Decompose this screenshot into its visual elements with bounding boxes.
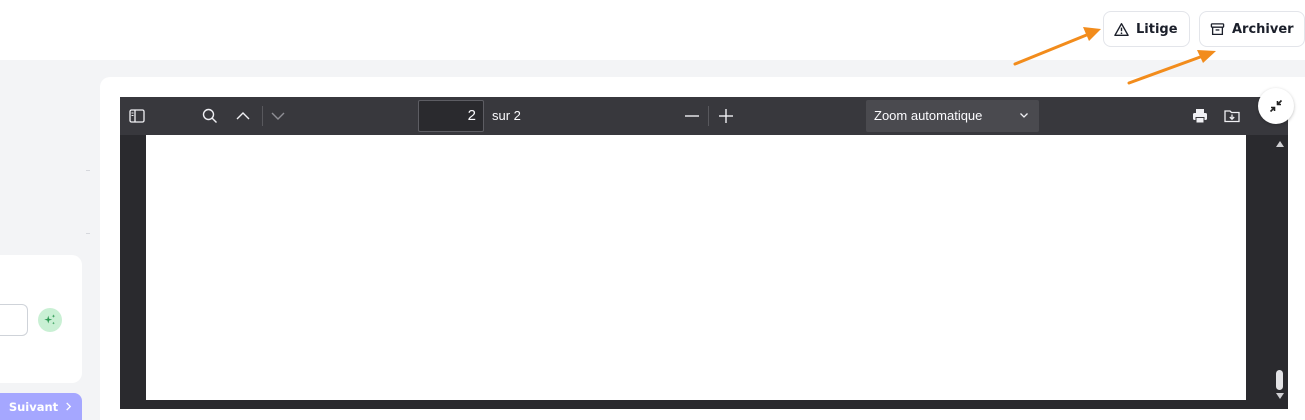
top-bar: Litige Archiver (0, 0, 1305, 60)
divider-tick (86, 170, 90, 171)
chevron-down-icon (1020, 113, 1028, 118)
toolbar-separator (708, 106, 709, 126)
download-icon[interactable] (1222, 106, 1242, 126)
scroll-down-arrow[interactable] (1276, 393, 1284, 399)
sidebar-toggle-icon[interactable] (127, 106, 147, 126)
warning-triangle-icon (1114, 22, 1129, 36)
archiver-button[interactable]: Archiver (1199, 11, 1305, 47)
pdf-viewer-container (120, 135, 1288, 409)
minus-icon[interactable] (682, 106, 702, 126)
divider-tick (86, 233, 90, 234)
chevron-right-icon (66, 402, 72, 411)
form-card (0, 255, 82, 383)
page-count-label: sur 2 (492, 108, 521, 123)
sparkle-icon (44, 314, 56, 325)
litige-label: Litige (1136, 21, 1178, 37)
form-input[interactable] (0, 304, 28, 336)
collapse-arrows-icon (1269, 99, 1283, 113)
chevron-down-icon[interactable] (268, 106, 288, 126)
litige-button[interactable]: Litige (1103, 11, 1190, 47)
archiver-label: Archiver (1232, 21, 1294, 37)
zoom-select-label: Zoom automatique (874, 108, 983, 123)
scroll-up-arrow[interactable] (1276, 141, 1284, 147)
plus-icon[interactable] (716, 106, 736, 126)
vertical-scrollbar[interactable] (1272, 135, 1288, 409)
archive-box-icon (1210, 22, 1225, 35)
toolbar-separator (262, 106, 263, 126)
chevron-up-icon[interactable] (233, 106, 253, 126)
zoom-select[interactable]: Zoom automatique (866, 100, 1039, 132)
scroll-thumb[interactable] (1276, 370, 1283, 390)
search-icon[interactable] (200, 106, 220, 126)
pdf-toolbar: 2 sur 2 Zoom automatique (120, 97, 1288, 135)
page-number-input[interactable]: 2 (418, 100, 484, 132)
next-label: Suivant (8, 399, 59, 414)
print-icon[interactable] (1190, 106, 1210, 126)
next-button[interactable]: Suivant (0, 393, 82, 420)
ai-assist-button[interactable] (38, 308, 62, 332)
collapse-viewer-button[interactable] (1258, 88, 1294, 124)
pdf-page (146, 135, 1246, 400)
